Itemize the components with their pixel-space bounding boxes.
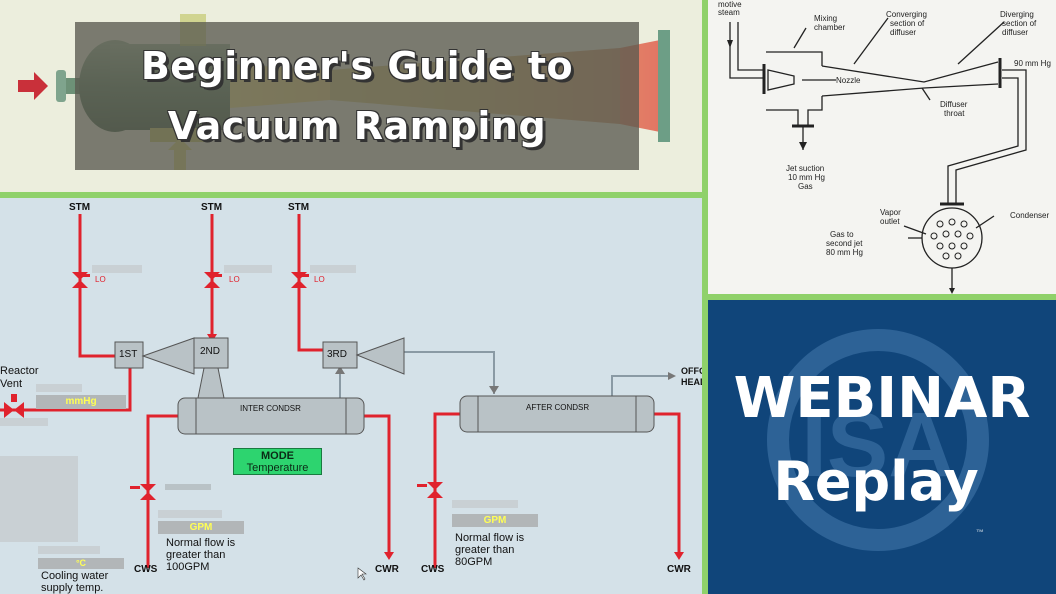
- title-overlay: Beginner's Guide to Vacuum Ramping: [75, 22, 639, 170]
- mixing-chamber-label-1: Mixing: [814, 14, 838, 23]
- cws-label-right: CWS: [421, 564, 445, 575]
- vapor-outlet-label-1: Vapor: [880, 208, 901, 217]
- suction-label-1: Jet suction: [786, 164, 825, 173]
- mode-title: MODE: [261, 450, 294, 462]
- gpm-readout-left: GPM: [158, 521, 244, 534]
- isa-logo-watermark: ISA: [767, 329, 989, 551]
- cwr-label-left: CWR: [375, 564, 399, 575]
- title-line-1: Beginner's Guide to: [140, 44, 574, 88]
- lo-indicator-3: LO: [314, 275, 325, 284]
- readout-placeholder: [224, 265, 272, 273]
- vapor-outlet-label-2: outlet: [880, 217, 900, 226]
- replay-title: Replay: [773, 450, 979, 513]
- cooling-label-1: Cooling water: [41, 570, 109, 582]
- stm-label-2: STM: [201, 202, 223, 213]
- mmhg-readout: mmHg: [36, 395, 126, 409]
- converging-label-3: diffuser: [890, 28, 917, 37]
- readout-placeholder: [310, 265, 356, 273]
- readout-placeholder: [36, 384, 82, 392]
- lo-indicator-1: LO: [95, 275, 106, 284]
- readout-placeholder: [92, 265, 142, 273]
- throat-label-2: throat: [944, 109, 965, 118]
- ejector-diagram-panel: motive steam Mixing chamber Converging s…: [708, 0, 1056, 294]
- stage-2-label: 2ND: [200, 346, 221, 357]
- diverging-label-1: Diverging: [1000, 10, 1034, 19]
- gpm-readout-right: GPM: [452, 514, 538, 527]
- webinar-title: WEBINAR: [733, 366, 1031, 431]
- mode-value: Temperature: [246, 462, 309, 474]
- title-panel: Beginner's Guide to Vacuum Ramping: [0, 0, 702, 192]
- temp-readout: °C: [38, 558, 124, 569]
- converging-label-1: Converging: [886, 10, 927, 19]
- isa-logo-text: ISA: [801, 394, 954, 496]
- condenser-label: Condenser: [1010, 211, 1050, 220]
- lo-indicator-2: LO: [229, 275, 240, 284]
- inter-condenser-label: INTER CONDSR: [240, 404, 301, 413]
- suction-label-3: Gas: [798, 182, 813, 191]
- suction-label-2: 10 mm Hg: [788, 173, 825, 182]
- diverging-label-3: diffuser: [1002, 28, 1029, 37]
- stage-3-label: 3RD: [327, 349, 348, 360]
- title-line-2: Vacuum Ramping: [167, 104, 547, 148]
- cwr-label-right: CWR: [667, 564, 691, 575]
- stm-label-3: STM: [288, 202, 310, 213]
- converging-label-2: section of: [890, 19, 925, 28]
- flow-note-right-2: greater than: [455, 544, 515, 556]
- motive-steam-label-2: steam: [718, 8, 740, 17]
- cws-label-left: CWS: [134, 564, 158, 575]
- ejector-diagram: [727, 17, 1027, 294]
- flow-note-right-3: 80GPM: [455, 556, 493, 568]
- gas-label-3: 80 mm Hg: [826, 248, 863, 257]
- diverging-label-2: section of: [1002, 19, 1037, 28]
- throat-label-1: Diffuser: [940, 100, 968, 109]
- info-placeholder: [0, 456, 78, 542]
- readout-placeholder: [165, 484, 211, 490]
- flow-note-left-1: Normal flow is: [166, 537, 236, 549]
- hmi-piping: [0, 214, 684, 581]
- flow-note-left-2: greater than: [166, 549, 226, 561]
- stm-label-1: STM: [69, 202, 91, 213]
- vent-label: Vent: [0, 378, 23, 390]
- flow-note-left-3: 100GPM: [166, 561, 210, 573]
- readout-placeholder: [38, 546, 100, 554]
- offgas-label-2: HEAD: [681, 377, 702, 387]
- webinar-panel: ISA WEBINAR Replay ™: [708, 300, 1056, 594]
- flow-note-right-1: Normal flow is: [455, 532, 525, 544]
- after-condenser-label: AFTER CONDSR: [526, 403, 590, 412]
- readout-placeholder: [452, 500, 518, 508]
- nozzle-label: Nozzle: [836, 76, 861, 85]
- readout-placeholder: [0, 418, 48, 426]
- trademark-symbol: ™: [976, 528, 984, 537]
- reactor-label: Reactor: [0, 365, 39, 377]
- outlet-pressure-label: 90 mm Hg: [1014, 59, 1051, 68]
- offgas-label-1: OFFG: [681, 366, 702, 376]
- motive-steam-label-1: motive: [718, 0, 742, 9]
- cooling-label-2: supply temp.: [41, 582, 104, 594]
- mode-button[interactable]: MODE Temperature: [233, 448, 322, 475]
- gas-label-2: second jet: [826, 239, 863, 248]
- hmi-panel: STM STM STM LO LO LO 1ST 2ND 3RD Reactor…: [0, 198, 702, 594]
- gas-label-1: Gas to: [830, 230, 854, 239]
- mixing-chamber-label-2: chamber: [814, 23, 846, 32]
- readout-placeholder: [158, 510, 222, 518]
- stage-1-label: 1ST: [119, 349, 138, 360]
